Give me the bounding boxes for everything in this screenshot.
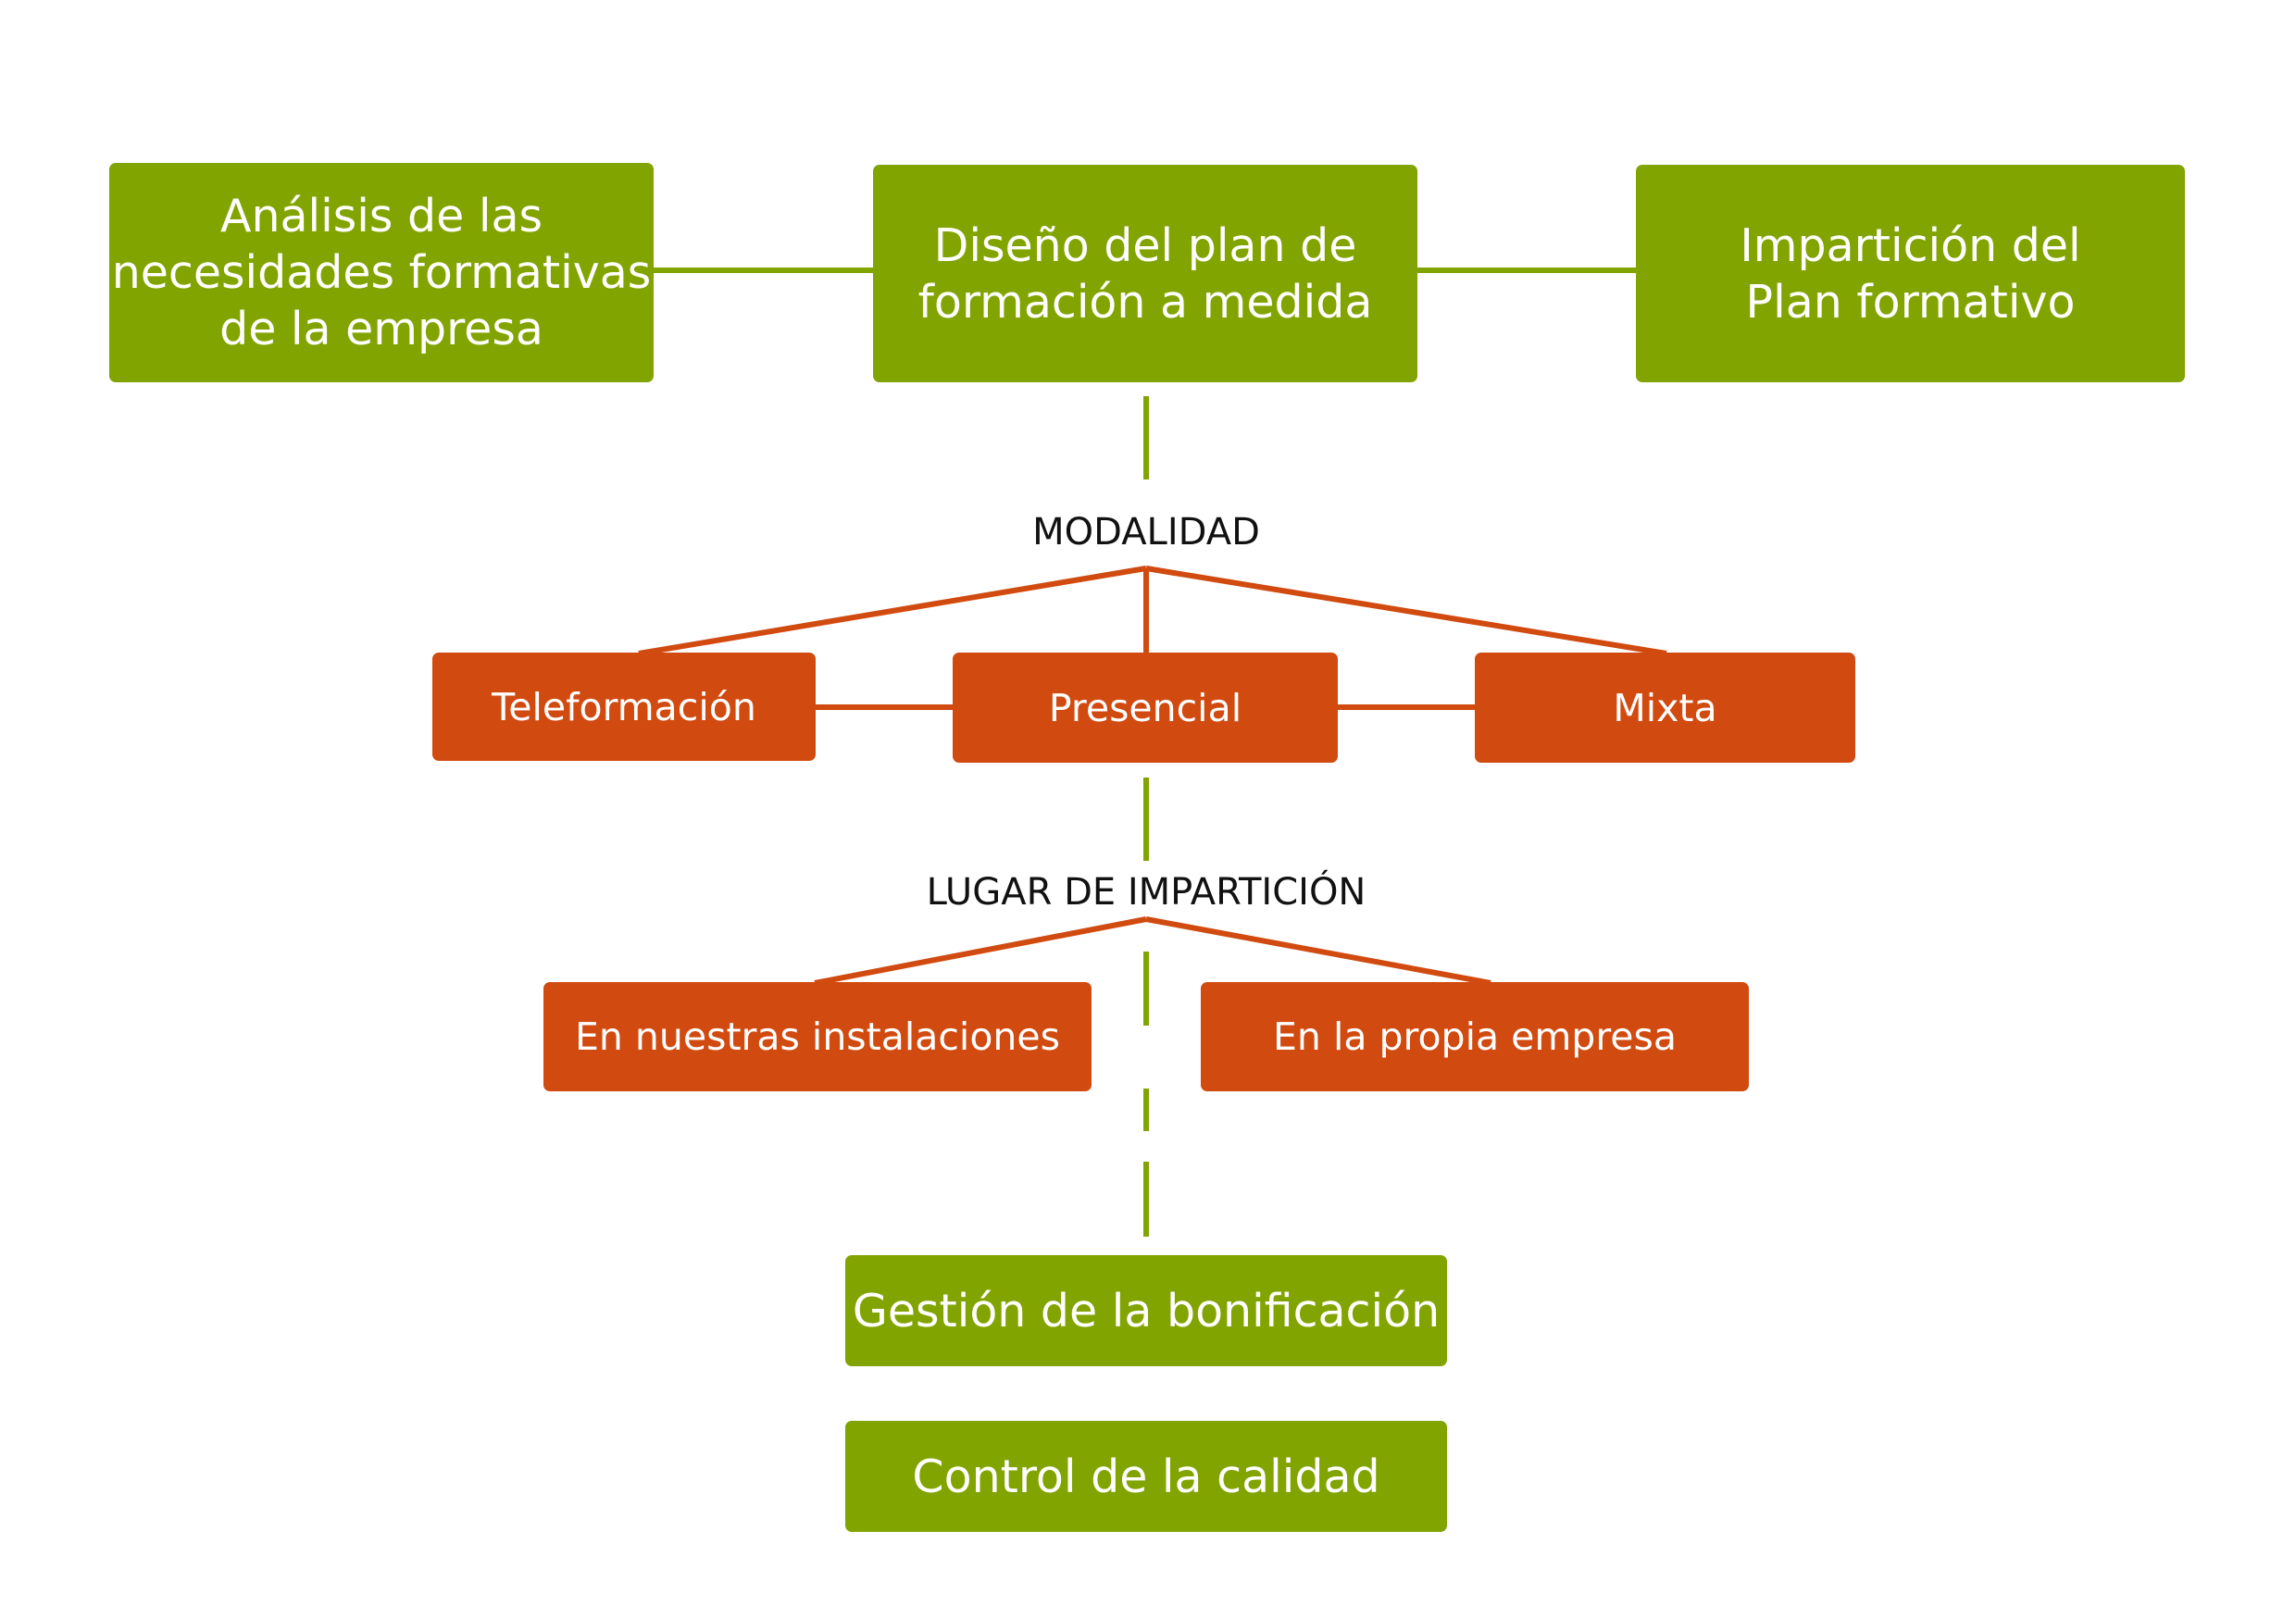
plan-design-box: Diseño del plan de formación a medida <box>873 165 1417 382</box>
modality-option-label: Teleformación <box>492 684 756 729</box>
location-heading: LUGAR DE IMPARTICIÓN <box>868 874 1424 911</box>
plan-delivery-label: Impartición del Plan formativo <box>1740 218 2081 329</box>
branch-location-empresa <box>1145 916 1491 986</box>
location-option-label: En la propia empresa <box>1273 1014 1677 1059</box>
branch-location-instalaciones <box>814 916 1147 986</box>
location-option-empresa: En la propia empresa <box>1201 982 1749 1091</box>
bonus-management-label: Gestión de la bonificación <box>852 1284 1441 1338</box>
location-option-label: En nuestras instalaciones <box>575 1014 1060 1059</box>
quality-control-label: Control de la calidad <box>912 1450 1380 1503</box>
bonus-management-box: Gestión de la bonificación <box>845 1255 1447 1366</box>
modality-heading: MODALIDAD <box>961 514 1331 551</box>
modality-option-presencial: Presencial <box>953 653 1338 763</box>
location-option-instalaciones: En nuestras instalaciones <box>543 982 1092 1091</box>
modality-option-teleformacion: Teleformación <box>432 653 816 761</box>
quality-control-box: Control de la calidad <box>845 1421 1447 1532</box>
branch-modality-teleformacion <box>638 566 1147 656</box>
needs-analysis-label: Análisis de las necesidades formativas d… <box>111 190 652 355</box>
plan-design-label: Diseño del plan de formación a medida <box>917 218 1373 329</box>
needs-analysis-box: Análisis de las necesidades formativas d… <box>109 163 654 382</box>
modality-option-label: Presencial <box>1048 685 1242 730</box>
plan-delivery-box: Impartición del Plan formativo <box>1636 165 2185 382</box>
modality-option-mixta: Mixta <box>1475 653 1855 763</box>
branch-modality-mixta <box>1145 566 1667 656</box>
modality-option-label: Mixta <box>1613 685 1717 730</box>
